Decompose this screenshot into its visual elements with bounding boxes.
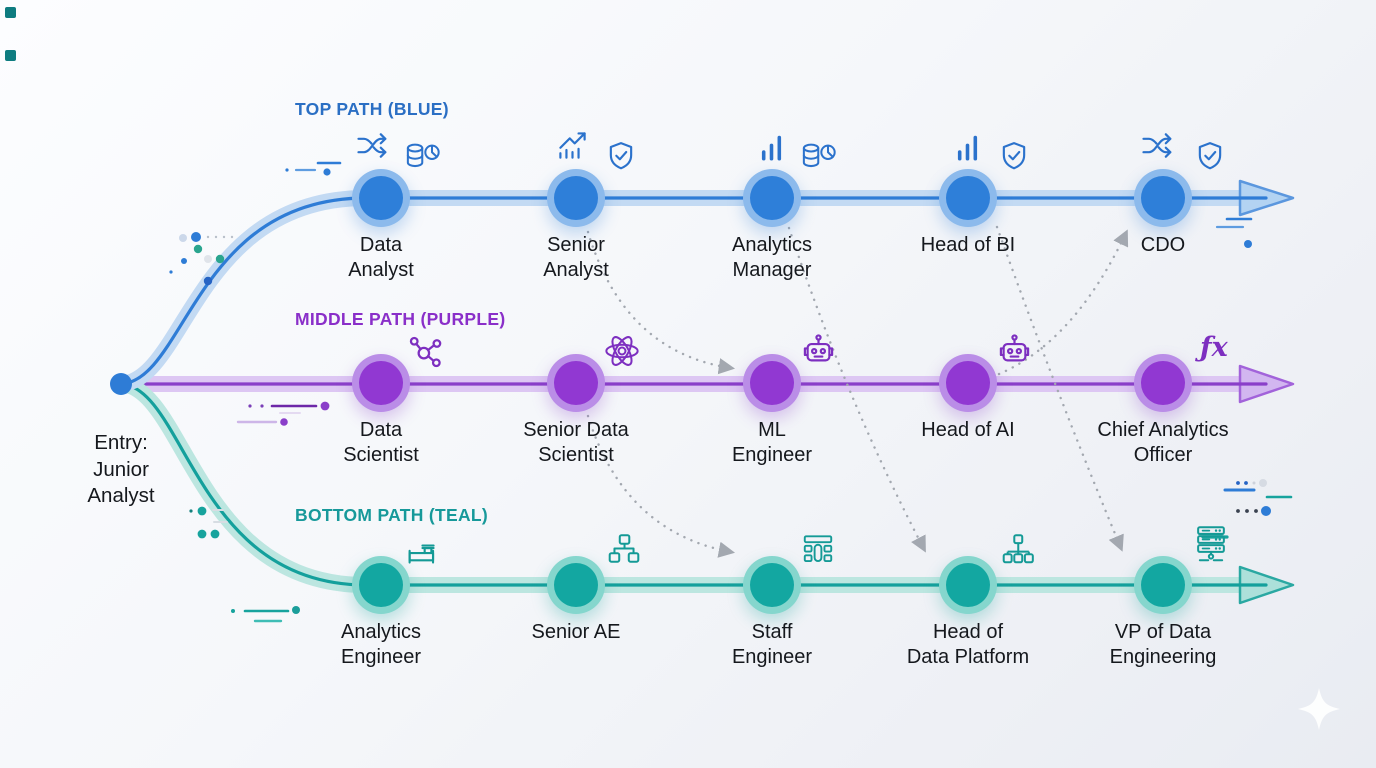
cross-link-analytics-manager-to-head-of-data-platform <box>787 226 926 553</box>
molecule-icon <box>408 336 442 368</box>
sitemap-icon <box>606 533 642 565</box>
cross-link-senior-data-scientist-to-staff-engineer <box>586 414 736 558</box>
server-rack-icon <box>1192 525 1230 563</box>
node-circle <box>939 556 997 614</box>
node-circle <box>352 556 410 614</box>
decor-speed-lines-teal-bottom <box>231 606 300 623</box>
node-circle <box>743 556 801 614</box>
node-circle <box>743 169 801 227</box>
node-label: Analytics Manager <box>731 234 813 282</box>
entry-node <box>110 373 132 395</box>
pipeline-icon <box>405 538 441 567</box>
node-circle <box>743 354 801 412</box>
cross-link-senior-analyst-to-ml-engineer <box>586 230 736 375</box>
shield-check-icon <box>1000 141 1028 172</box>
decor-speed-lines-purple <box>236 401 330 426</box>
decor-dots-teal-left <box>189 506 228 539</box>
hierarchy-icon <box>1000 533 1036 565</box>
node-circle <box>547 556 605 614</box>
atom-icon <box>603 333 641 369</box>
node-label: Staff Engineer <box>731 621 813 669</box>
decor-sparkle <box>1298 688 1340 730</box>
node-circle <box>939 169 997 227</box>
decor-speed-lines-blue-left <box>285 161 342 176</box>
decor-dot-cluster-left <box>169 232 234 286</box>
node-label: Data Analyst <box>348 234 414 282</box>
database-pie-icon <box>801 142 837 170</box>
node-label: ML Engineer <box>731 419 813 467</box>
database-pie-icon <box>405 142 441 170</box>
node-label: Chief Analytics Officer <box>1097 419 1229 467</box>
shuffle-arrows-icon <box>355 131 391 160</box>
middle-path-line <box>114 364 1295 404</box>
node-circle <box>352 354 410 412</box>
node-circle <box>1134 169 1192 227</box>
bar-chart-icon <box>954 132 981 161</box>
bottom-path-line <box>114 376 1295 605</box>
node-circle <box>547 354 605 412</box>
node-circle <box>1134 354 1192 412</box>
data-table-icon <box>800 533 836 565</box>
node-label: Senior Data Scientist <box>523 419 629 467</box>
robot-icon <box>800 333 837 366</box>
bottom-path-label: BOTTOM PATH (TEAL) <box>295 505 489 525</box>
middle-path-label: MIDDLE PATH (PURPLE) <box>295 309 506 329</box>
node-circle <box>547 169 605 227</box>
bar-chart-icon <box>758 132 785 161</box>
top-path-label: TOP PATH (BLUE) <box>295 99 449 119</box>
node-label: VP of Data Engineering <box>1109 621 1217 669</box>
node-label: Data Scientist <box>343 419 419 467</box>
node-circle <box>939 354 997 412</box>
node-label: Head of Data Platform <box>906 621 1030 669</box>
node-label: Head of BI <box>920 234 1016 256</box>
node-circle <box>1134 556 1192 614</box>
node-label: Analytics Engineer <box>340 621 422 669</box>
decor-speed-lines-cdo-right <box>1215 217 1253 248</box>
node-label: Head of AI <box>921 419 1015 441</box>
function-fx-icon: ƒx <box>1200 332 1228 363</box>
entry-label: Entry: Junior Analyst <box>87 431 155 508</box>
shuffle-arrows-icon <box>1140 131 1176 160</box>
robot-icon <box>996 333 1033 366</box>
node-circle <box>352 169 410 227</box>
decor-top-left-marks <box>5 7 16 61</box>
node-label: Senior AE <box>531 621 621 643</box>
chart-growth-icon <box>556 130 589 160</box>
shield-check-icon <box>1196 141 1224 172</box>
node-label: Senior Analyst <box>543 234 609 282</box>
node-label: CDO <box>1140 234 1186 256</box>
shield-check-icon <box>607 141 635 172</box>
